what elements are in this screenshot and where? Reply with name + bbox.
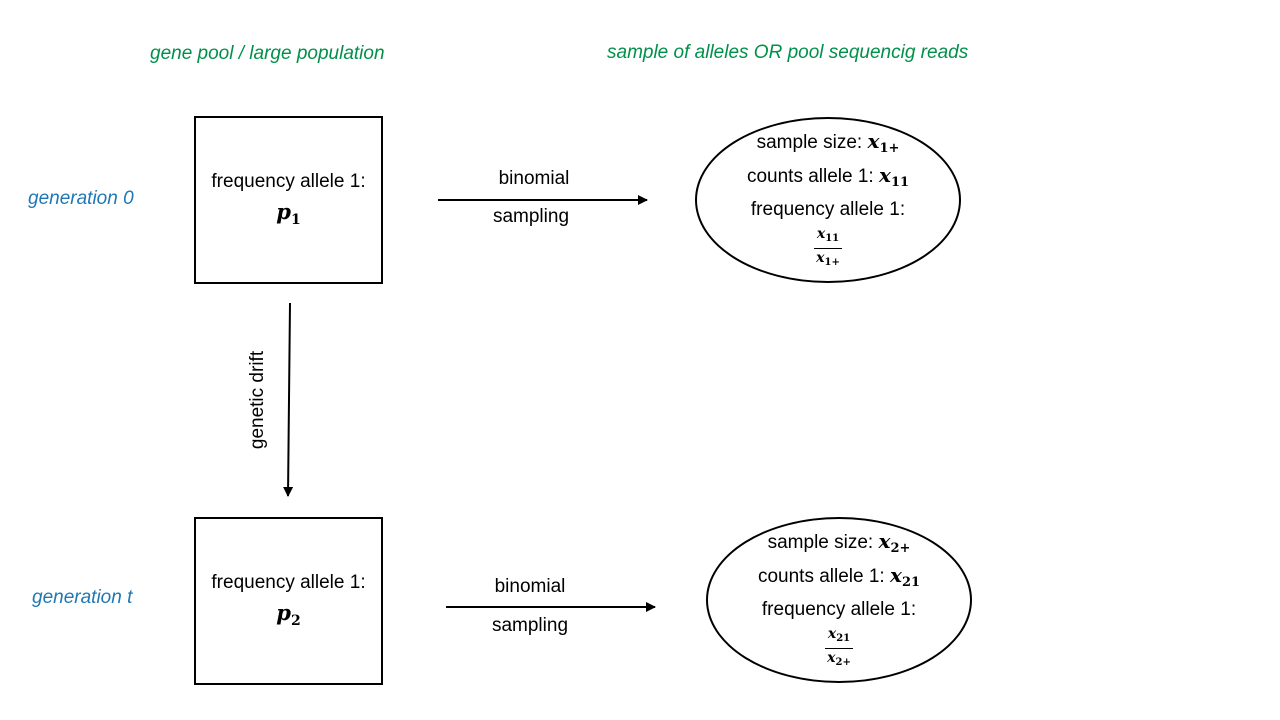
- frequency-fraction: x11 x1+: [813, 225, 843, 272]
- arrow-label-bottom-gen0: sampling: [492, 206, 570, 227]
- generation-0-label: generation 0: [28, 188, 134, 209]
- allele-frequency-var: p1: [276, 199, 301, 229]
- drift-arrow: [283, 302, 294, 497]
- counts-line: counts allele 1: x11: [746, 163, 910, 190]
- frequency-fraction: x21 x2+: [824, 625, 854, 672]
- generation-t-label: generation t: [32, 587, 133, 608]
- box-text: frequency allele 1:: [211, 572, 366, 594]
- allele-frequency-var: p2: [276, 600, 301, 630]
- box-text: frequency allele 1:: [211, 171, 366, 193]
- arrow-label-bottom-gent: sampling: [491, 615, 569, 636]
- header-sample: sample of alleles OR pool sequencig read…: [607, 42, 969, 63]
- counts-line: counts allele 1: x21: [757, 563, 921, 590]
- sample-ellipse-gent: sample size: x2+ counts allele 1: x21 fr…: [706, 517, 972, 683]
- gene-pool-box-gen0: frequency allele 1: p1: [194, 116, 383, 284]
- sample-ellipse-gen0: sample size: x1+ counts allele 1: x11 fr…: [695, 117, 961, 283]
- sample-size-line: sample size: x2+: [767, 529, 911, 556]
- arrow-label-top-gent: binomial: [494, 576, 566, 597]
- gene-pool-box-gent: frequency allele 1: p2: [194, 517, 383, 685]
- sample-size-line: sample size: x1+: [756, 129, 900, 156]
- header-gene-pool: gene pool / large population: [150, 43, 385, 64]
- frequency-line: frequency allele 1:: [750, 199, 906, 220]
- genetic-drift-label: genetic drift: [247, 350, 268, 450]
- arrow-label-top-gen0: binomial: [498, 168, 570, 189]
- frequency-line: frequency allele 1:: [761, 599, 917, 620]
